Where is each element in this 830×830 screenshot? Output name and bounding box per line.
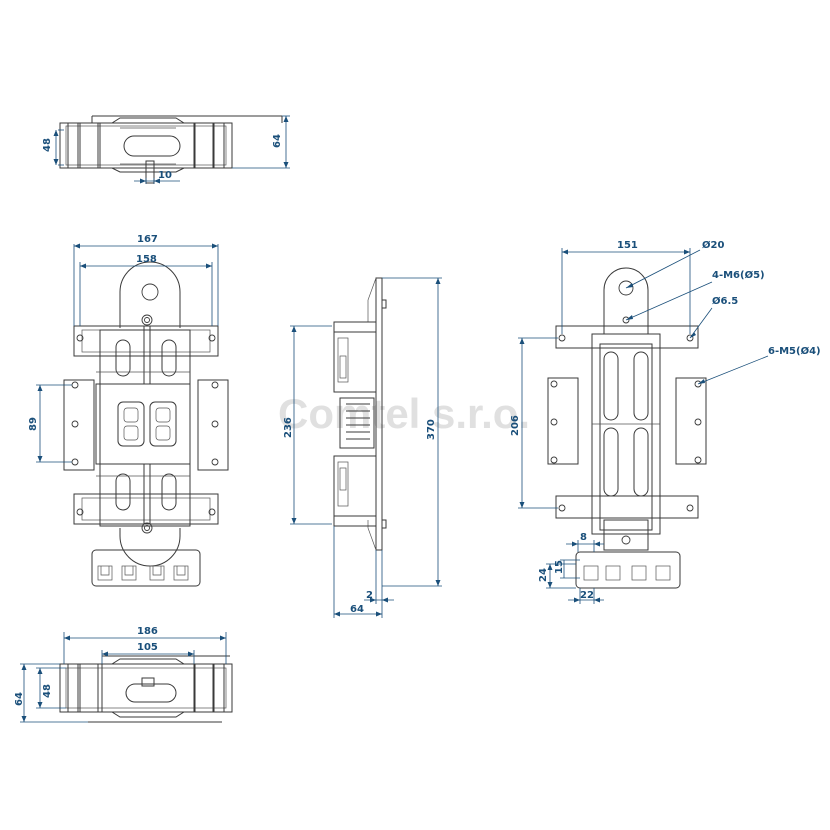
callout-m6: 4-M6(Ø5) xyxy=(712,269,765,281)
rear-dim-8: 8 xyxy=(580,532,587,543)
bottom-dim-48: 48 xyxy=(42,684,53,698)
side-dim-236: 236 xyxy=(283,417,294,438)
watermark-text: Comtel s.r.o. xyxy=(278,390,530,437)
bottom-dim-105: 105 xyxy=(137,642,158,653)
bottom-dim-186: 186 xyxy=(137,626,158,637)
rear-dim-15: 15 xyxy=(554,560,565,574)
side-view: 236 370 2 64 xyxy=(283,277,442,618)
top-dim-10: 10 xyxy=(158,170,172,181)
rear-dim-24: 24 xyxy=(538,568,549,582)
rear-dim-151: 151 xyxy=(617,240,638,251)
side-dim-2: 2 xyxy=(366,590,373,601)
top-dim-64: 64 xyxy=(272,134,283,148)
rear-dim-206: 206 xyxy=(510,415,521,436)
callout-m5: 6-M5(Ø4) xyxy=(768,345,821,357)
callout-d20: Ø20 xyxy=(702,239,724,251)
front-view: 167 158 89 xyxy=(28,234,229,587)
rear-dim-22: 22 xyxy=(580,590,594,601)
bottom-dim-64: 64 xyxy=(14,692,25,706)
front-dim-158: 158 xyxy=(136,254,157,265)
front-dim-167: 167 xyxy=(137,234,158,245)
rear-view: 151 206 Ø20 4-M6(Ø5) Ø6.5 6-M5(Ø4) 8 15 xyxy=(510,239,821,604)
side-dim-370: 370 xyxy=(426,419,437,440)
top-view: 48 64 10 xyxy=(42,115,290,184)
callout-d6-5: Ø6.5 xyxy=(712,295,738,307)
front-dim-89: 89 xyxy=(28,417,39,431)
side-dim-64: 64 xyxy=(350,604,364,615)
top-dim-48: 48 xyxy=(42,138,53,152)
bottom-view: 186 105 64 48 xyxy=(14,626,233,723)
